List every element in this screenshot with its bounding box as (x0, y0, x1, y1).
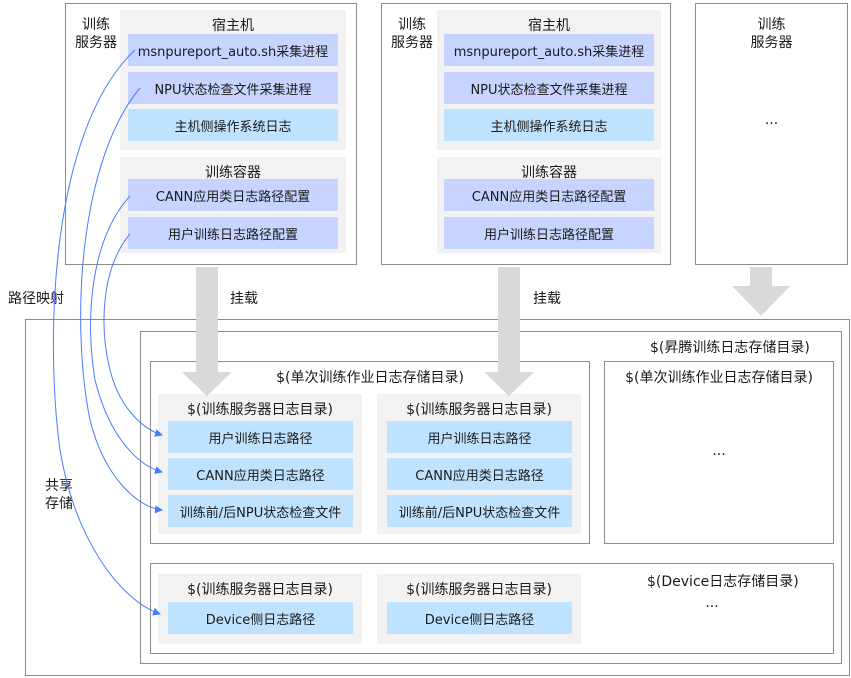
log-path-item: 训练前/后NPU状态检查文件 (168, 495, 353, 527)
server-label-line2: 服务器 (750, 35, 793, 51)
mount-arrow-2 (484, 267, 534, 396)
device-dir-title: $(Device日志存储目录) (647, 574, 799, 590)
mapping-curve-user (103, 233, 163, 437)
log-path-item: 用户训练日志路径 (168, 421, 353, 453)
server-dir-title: $(训练服务器日志目录) (187, 402, 333, 418)
job-dir-title-1: $(单次训练作业日志存储目录) (276, 370, 464, 386)
container-item: 用户训练日志路径配置 (128, 217, 338, 249)
training-server-2-label: 训练 服务器 (386, 16, 438, 52)
mapping-curve-device (52, 49, 161, 616)
server-label-line2: 服务器 (391, 35, 433, 51)
host-item: msnpureport_auto.sh采集进程 (444, 34, 654, 66)
server-label-line1: 训练 (398, 17, 426, 33)
shared-storage-label: 共享 存储 (38, 477, 80, 513)
host-item: NPU状态检查文件采集进程 (444, 72, 654, 104)
log-path-item: 训练前/后NPU状态检查文件 (387, 495, 572, 527)
container-title-2: 训练容器 (521, 165, 577, 181)
shared-storage-line1: 共享 (45, 478, 73, 494)
container-item: CANN应用类日志路径配置 (444, 179, 654, 211)
mount-label-1: 挂载 (230, 291, 258, 307)
server-label-line2: 服务器 (75, 35, 117, 51)
training-server-3-label: 训练 服务器 (695, 16, 848, 52)
host-item: NPU状态检查文件采集进程 (128, 72, 338, 104)
job-dir-title-2: $(单次训练作业日志存储目录) (625, 370, 813, 386)
job-dir-2-ellipsis: ... (712, 443, 726, 459)
job-dir-frame-2 (604, 361, 834, 544)
container-item: CANN应用类日志路径配置 (128, 179, 338, 211)
container-item: 用户训练日志路径配置 (444, 217, 654, 249)
container-title-1: 训练容器 (205, 165, 261, 181)
mount-label-2: 挂载 (533, 291, 561, 307)
mapping-curve-npu (80, 87, 163, 514)
server-dir-title: $(训练服务器日志目录) (406, 582, 552, 598)
mapping-curve-cann (90, 195, 163, 475)
device-log-path-item: Device侧日志路径 (387, 602, 572, 634)
host-item: 主机侧操作系统日志 (128, 109, 338, 141)
host-item: 主机侧操作系统日志 (444, 109, 654, 141)
server-label-line1: 训练 (82, 17, 110, 33)
mount-arrow-1 (182, 267, 232, 396)
host-title-1: 宿主机 (212, 18, 254, 34)
device-dir-ellipsis: ... (705, 595, 719, 611)
training-server-1-label: 训练 服务器 (70, 16, 122, 52)
training-server-3 (695, 3, 848, 265)
server-dir-title: $(训练服务器日志目录) (187, 582, 333, 598)
server-dir-title: $(训练服务器日志目录) (406, 402, 552, 418)
shared-storage-line2: 存储 (45, 496, 73, 512)
host-item: msnpureport_auto.sh采集进程 (128, 34, 338, 66)
host-title-2: 宿主机 (528, 18, 570, 34)
mount-arrow-3 (732, 267, 790, 316)
device-log-path-item: Device侧日志路径 (168, 602, 353, 634)
ascend-dir-title: $(昇腾训练日志存储目录) (650, 340, 810, 356)
server-3-ellipsis: ... (764, 112, 779, 128)
log-path-item: CANN应用类日志路径 (168, 458, 353, 490)
server-label-line1: 训练 (757, 17, 786, 33)
log-path-item: 用户训练日志路径 (387, 421, 572, 453)
log-path-item: CANN应用类日志路径 (387, 458, 572, 490)
path-mapping-label: 路径映射 (8, 291, 64, 307)
